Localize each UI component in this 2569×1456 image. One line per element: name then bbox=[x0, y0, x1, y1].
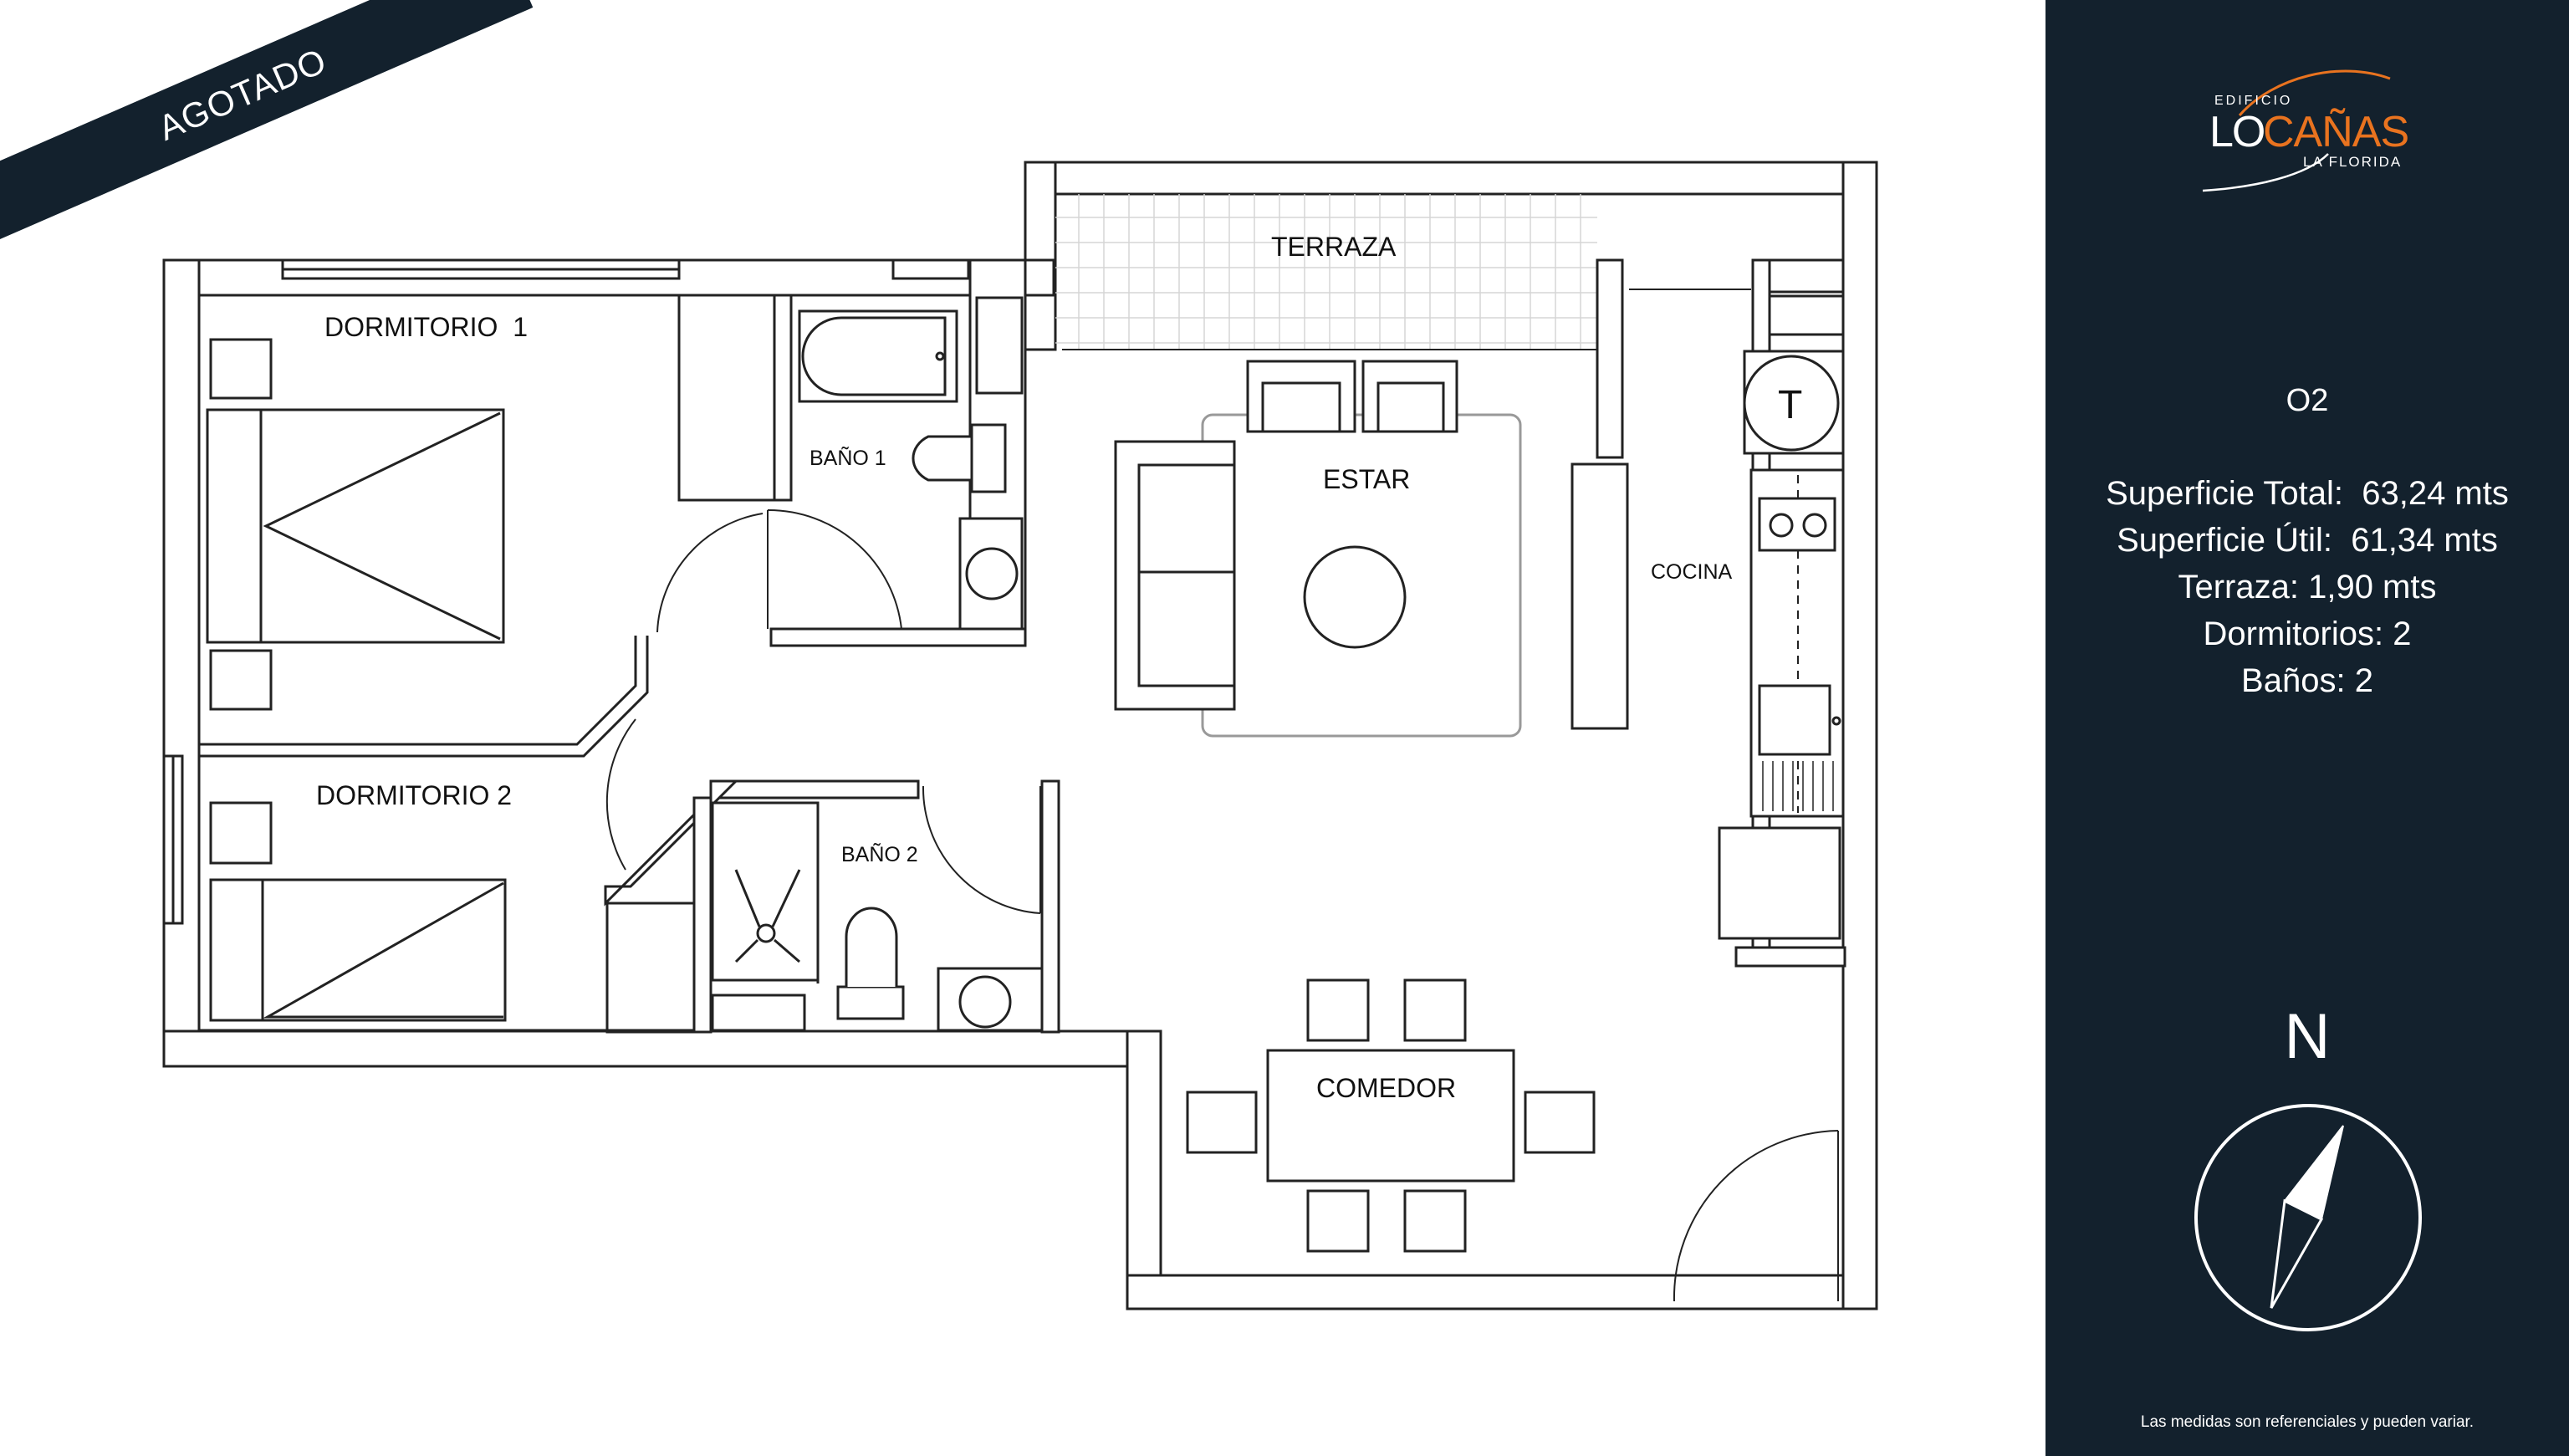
dining-chair bbox=[1186, 1091, 1258, 1154]
brand-name-right: CAÑAS bbox=[2263, 108, 2409, 156]
spec-terraza: Terraza: 1,90 mts bbox=[2178, 569, 2437, 605]
room-label-dormitorio-2: DORMITORIO 2 bbox=[316, 780, 512, 810]
bed-double-1 bbox=[206, 408, 505, 644]
shower-icon bbox=[711, 801, 820, 983]
room-label-bano-2: BAÑO 2 bbox=[841, 842, 918, 866]
info-panel: EDIFICIO LO CAÑAS LA FLORIDA O2 Superfic… bbox=[2045, 0, 2569, 1456]
bath-step bbox=[711, 994, 806, 1032]
north-label: N bbox=[2284, 1001, 2331, 1072]
dining-chair bbox=[1524, 1091, 1596, 1154]
nightstand bbox=[209, 649, 273, 711]
brand-location: LA FLORIDA bbox=[2303, 154, 2403, 170]
coffee-table bbox=[1303, 545, 1407, 649]
floor-plan: TERRAZA DORMITORIO 1 BAÑO 1 ESTAR COCINA… bbox=[162, 161, 1878, 1310]
dining-table bbox=[1266, 1049, 1515, 1183]
logo-swoosh-icon bbox=[2202, 69, 2391, 192]
shelf bbox=[975, 296, 1024, 395]
bed-single-2 bbox=[209, 878, 507, 1022]
dining-chair bbox=[1403, 1189, 1467, 1253]
sink-icon bbox=[937, 967, 1044, 1032]
toilet-icon bbox=[836, 907, 905, 1020]
toilet-icon bbox=[912, 423, 1007, 493]
brand-name-left: LO bbox=[2209, 108, 2265, 156]
nightstand bbox=[209, 338, 273, 400]
armchair-icon bbox=[1361, 360, 1458, 433]
water-heater-icon bbox=[1743, 350, 1845, 455]
compass-needle-icon bbox=[2194, 1104, 2422, 1331]
dining-chair bbox=[1306, 1189, 1370, 1253]
doors bbox=[605, 289, 1839, 1302]
terrace-tiles bbox=[1055, 194, 1597, 350]
spec-superficie-total: Superficie Total: 63,24 mts bbox=[2106, 475, 2509, 512]
brand-prefix: EDIFICIO bbox=[2214, 94, 2293, 108]
unit-code: O2 bbox=[2286, 383, 2329, 418]
nightstand bbox=[209, 801, 273, 865]
disclaimer-footnote: Las medidas son referenciales y pueden v… bbox=[2140, 1413, 2475, 1431]
armchair-icon bbox=[1246, 360, 1356, 433]
brand-logo: EDIFICIO LO CAÑAS LA FLORIDA bbox=[2181, 60, 2432, 202]
bathtub-icon bbox=[798, 309, 958, 403]
heater-mark: T bbox=[1778, 383, 1802, 427]
sofa-icon bbox=[1114, 440, 1236, 711]
spec-dormitorios: Dormitorios: 2 bbox=[2203, 616, 2412, 652]
room-label-comedor: COMEDOR bbox=[1316, 1073, 1456, 1103]
refrigerator bbox=[1718, 826, 1841, 940]
sink-icon bbox=[958, 517, 1024, 631]
terrace-railing bbox=[1024, 161, 1878, 351]
room-label-terraza: TERRAZA bbox=[1271, 232, 1397, 262]
room-label-estar: ESTAR bbox=[1323, 464, 1410, 494]
kitchen-counter bbox=[1749, 468, 1845, 818]
room-label-bano-1: BAÑO 1 bbox=[810, 446, 886, 470]
spec-superficie-util: Superficie Útil: 61,34 mts bbox=[2117, 522, 2498, 559]
dining-chair bbox=[1306, 978, 1370, 1042]
dining-chair bbox=[1403, 978, 1467, 1042]
room-label-cocina: COCINA bbox=[1651, 560, 1733, 584]
room-label-dormitorio-1: DORMITORIO 1 bbox=[324, 312, 528, 342]
spec-banos: Baños: 2 bbox=[2241, 662, 2373, 699]
exterior-walls bbox=[162, 161, 1878, 1310]
